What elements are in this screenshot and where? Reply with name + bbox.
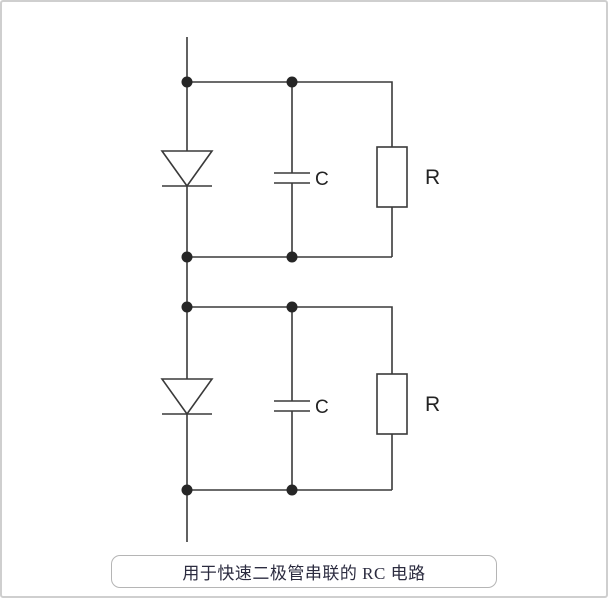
caption-box: 用于快速二极管串联的 RC 电路 (111, 555, 497, 588)
upper-circuit: C R (160, 76, 440, 263)
diode-icon (160, 378, 214, 416)
capacitor-icon (274, 400, 310, 412)
capacitor-label: C (315, 169, 329, 190)
resistor-label: R (425, 393, 440, 416)
upper-wires (187, 81, 393, 258)
junction-dot (181, 76, 193, 88)
junction-dot (286, 251, 298, 263)
resistor-icon (376, 373, 408, 435)
junction-dot (181, 251, 193, 263)
junction-dot (286, 484, 298, 496)
junction-dot (181, 301, 193, 313)
junction-dot (286, 76, 298, 88)
lower-wires (187, 306, 393, 491)
resistor-label: R (425, 166, 440, 189)
capacitor-label: C (315, 397, 329, 418)
capacitor-icon (274, 172, 310, 184)
diode-icon (160, 150, 214, 188)
lower-circuit: C R (160, 301, 440, 496)
junction-dot (286, 301, 298, 313)
junction-dot (181, 484, 193, 496)
caption-text: 用于快速二极管串联的 RC 电路 (182, 564, 426, 583)
resistor-icon (376, 146, 408, 208)
